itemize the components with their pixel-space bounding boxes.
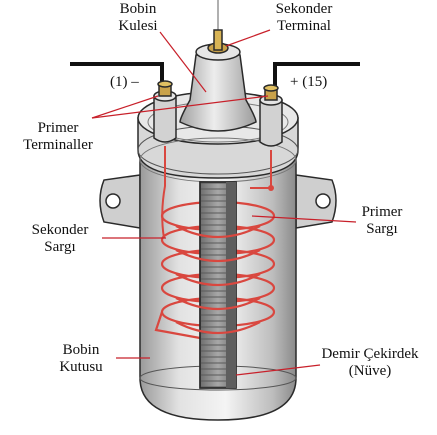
primer-winding <box>175 225 261 335</box>
label-terminal-positive: + (15) <box>290 74 328 90</box>
label-primer-terminaller: Primer Terminaller <box>23 120 93 153</box>
label-terminal-negative: (1) – <box>110 74 139 90</box>
primer-terminal-right <box>259 84 283 147</box>
coil-tower <box>179 29 257 132</box>
label-primer-sargi: Primer Sargı <box>361 204 403 237</box>
mounting-bracket <box>99 174 337 229</box>
label-bobin-kulesi: Bobin Kulesi <box>118 1 158 34</box>
label-sekonder-sargi: Sekonder Sargı <box>31 222 89 255</box>
internal-primer-leads <box>161 146 274 239</box>
label-sekonder-terminal: Sekonder Terminal <box>275 1 333 34</box>
leader-lines <box>91 29 357 376</box>
label-demir-cekirdek: Demir Çekirdek (Nüve) <box>321 346 419 379</box>
primer-terminal-left <box>153 80 177 143</box>
label-bobin-kutusu: Bobin Kutusu <box>59 342 103 375</box>
